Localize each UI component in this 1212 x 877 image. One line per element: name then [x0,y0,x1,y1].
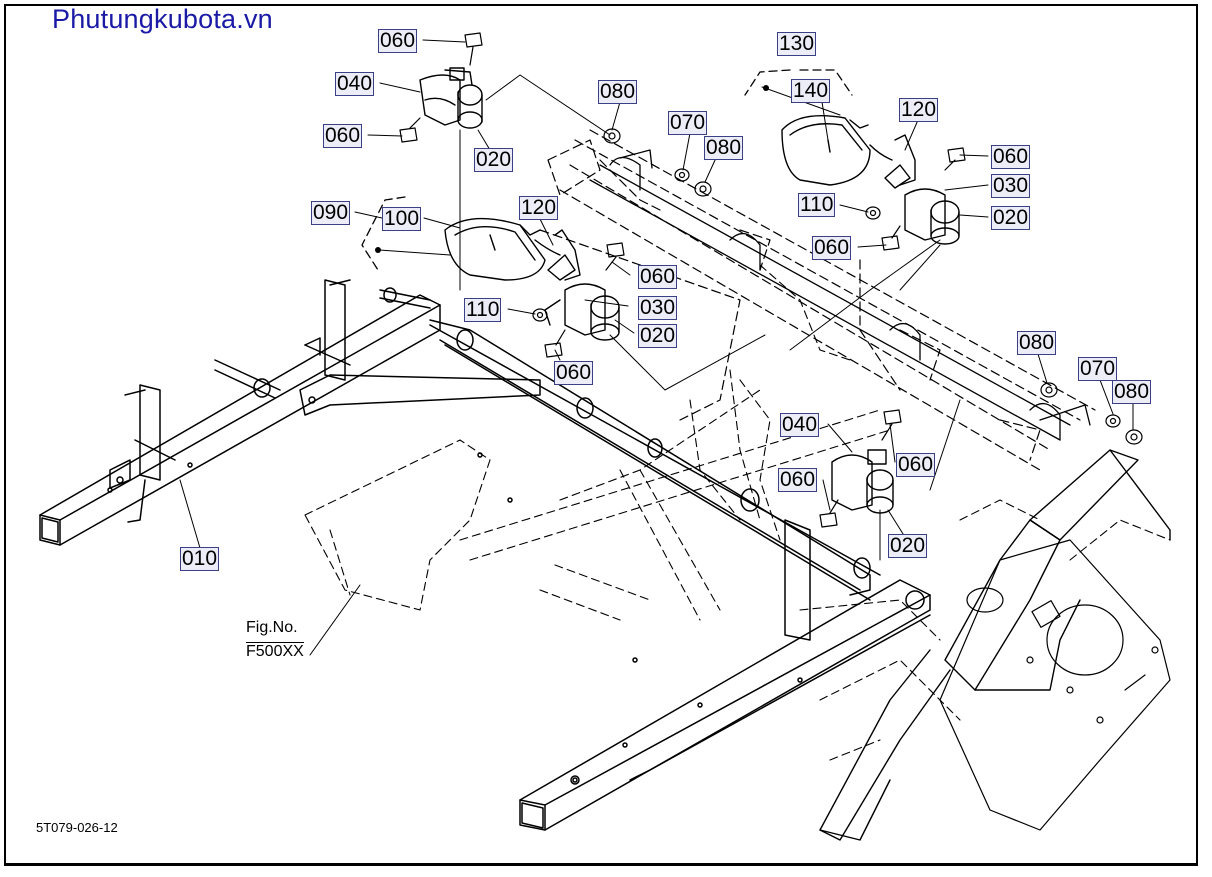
callout-040-a[interactable]: 040 [335,72,375,96]
clamp-upper-right [904,188,960,245]
callout-040-b[interactable]: 040 [780,413,820,437]
right-plate [939,539,1171,831]
clamp-upper-left [419,67,483,129]
fig-ref-number[interactable]: F500XX [246,642,304,660]
callout-110-a[interactable]: 110 [798,193,836,217]
callout-120-a[interactable]: 120 [899,98,939,122]
callout-020-a[interactable]: 020 [474,148,514,172]
callout-130[interactable]: 130 [777,32,817,56]
lamp-left [444,217,581,281]
callout-010[interactable]: 010 [180,547,220,571]
callout-120-b[interactable]: 120 [519,196,559,220]
fig-ref-label: Fig.No. [246,619,298,636]
site-watermark: Phutungkubota.vn [52,4,273,34]
right-post [819,449,1171,841]
callout-060-d[interactable]: 060 [812,236,852,260]
callout-100[interactable]: 100 [382,207,422,231]
group-brackets [361,69,853,271]
callout-020-c[interactable]: 020 [638,324,678,348]
callout-060-c[interactable]: 060 [991,145,1031,169]
callout-110-b[interactable]: 110 [464,298,502,322]
callout-020-b[interactable]: 020 [991,206,1031,230]
callout-080-d[interactable]: 080 [1112,380,1152,404]
lamp-right [781,115,916,189]
callout-070-a[interactable]: 070 [668,111,708,135]
callout-080-c[interactable]: 080 [1017,331,1057,355]
callout-060-b[interactable]: 060 [323,124,363,148]
rear-rail [589,149,1091,441]
callout-060-a[interactable]: 060 [378,29,418,53]
callout-090[interactable]: 090 [311,201,351,225]
clamp-mid-left [544,283,620,341]
main-frame [39,279,931,831]
callout-060-h[interactable]: 060 [778,468,818,492]
callout-080-b[interactable]: 080 [704,136,744,160]
group-dots [375,85,769,253]
callout-030-a[interactable]: 030 [991,174,1031,198]
callout-060-f[interactable]: 060 [554,361,594,385]
callout-080-a[interactable]: 080 [598,80,638,104]
callout-060-e[interactable]: 060 [638,265,678,289]
drawing-code: 5T079-026-12 [36,820,118,835]
callout-030-b[interactable]: 030 [638,296,678,320]
callout-140[interactable]: 140 [791,79,831,103]
leader-lines [179,39,1134,656]
callout-020-d[interactable]: 020 [888,534,928,558]
clamp-lower-right [831,449,894,514]
callout-060-g[interactable]: 060 [896,453,936,477]
callout-070-b[interactable]: 070 [1078,357,1118,381]
